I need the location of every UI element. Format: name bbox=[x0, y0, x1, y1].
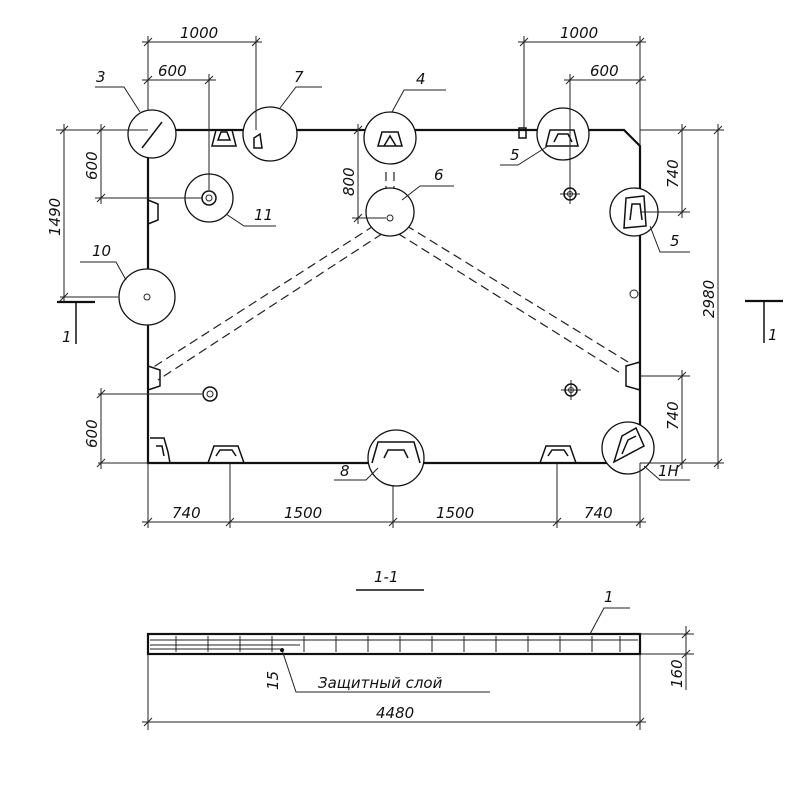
leader-15-dot bbox=[280, 648, 284, 652]
section-slab bbox=[146, 632, 642, 656]
dim-right-740-top: 740 bbox=[664, 159, 682, 188]
section-markers bbox=[57, 299, 783, 344]
dim-bottom-740-right: 740 bbox=[584, 504, 613, 522]
callout-leaders bbox=[80, 86, 690, 481]
dim-center-800: 800 bbox=[340, 167, 358, 196]
section-dim-160: 160 bbox=[668, 659, 686, 688]
dim-left-1490: 1490 bbox=[46, 198, 64, 236]
callout-4: 4 bbox=[416, 70, 426, 88]
dim-right-2980: 2980 bbox=[700, 280, 718, 318]
dim-top-left-1000: 1000 bbox=[180, 24, 218, 42]
section-title: 1-1 bbox=[374, 568, 399, 586]
dim-bottom-1500-left: 1500 bbox=[284, 504, 322, 522]
dim-left-600: 600 bbox=[83, 151, 101, 180]
protective-layer-label: Защитный слой bbox=[318, 674, 443, 692]
section-hatching bbox=[150, 636, 638, 652]
section-callout-15: 15 bbox=[264, 671, 282, 690]
callout-5-right: 5 bbox=[670, 232, 680, 250]
dim-bottom-1500-right: 1500 bbox=[436, 504, 474, 522]
embedded-parts bbox=[147, 127, 641, 464]
dim-right-740-bottom: 740 bbox=[664, 401, 682, 430]
callout-6: 6 bbox=[434, 166, 444, 184]
plan-dimension-lines bbox=[56, 36, 724, 528]
callout-circles bbox=[118, 106, 659, 487]
leader-1 bbox=[589, 607, 630, 635]
callout-5-top: 5 bbox=[510, 146, 520, 164]
section-dim-4480: 4480 bbox=[376, 704, 414, 722]
section-view: 1-1 bbox=[142, 568, 694, 730]
section-mark-left: 1 bbox=[62, 328, 72, 346]
dim-top-right-1000: 1000 bbox=[560, 24, 598, 42]
callout-10: 10 bbox=[92, 242, 111, 260]
callout-1n: 1Н bbox=[658, 462, 679, 480]
callout-3: 3 bbox=[96, 68, 106, 86]
section-mark-right: 1 bbox=[768, 326, 778, 344]
leader-15 bbox=[281, 649, 490, 693]
plan-view: 1000 600 1000 600 600 1490 600 800 740 2… bbox=[46, 24, 783, 528]
dim-top-right-600: 600 bbox=[590, 62, 619, 80]
callout-8: 8 bbox=[340, 462, 350, 480]
dim-left-bottom-600: 600 bbox=[83, 419, 101, 448]
dim-top-left-600: 600 bbox=[158, 62, 187, 80]
callout-7: 7 bbox=[294, 68, 304, 86]
callout-11: 11 bbox=[254, 206, 273, 224]
section-callout-1: 1 bbox=[604, 588, 614, 606]
dim-bottom-740-left: 740 bbox=[172, 504, 201, 522]
